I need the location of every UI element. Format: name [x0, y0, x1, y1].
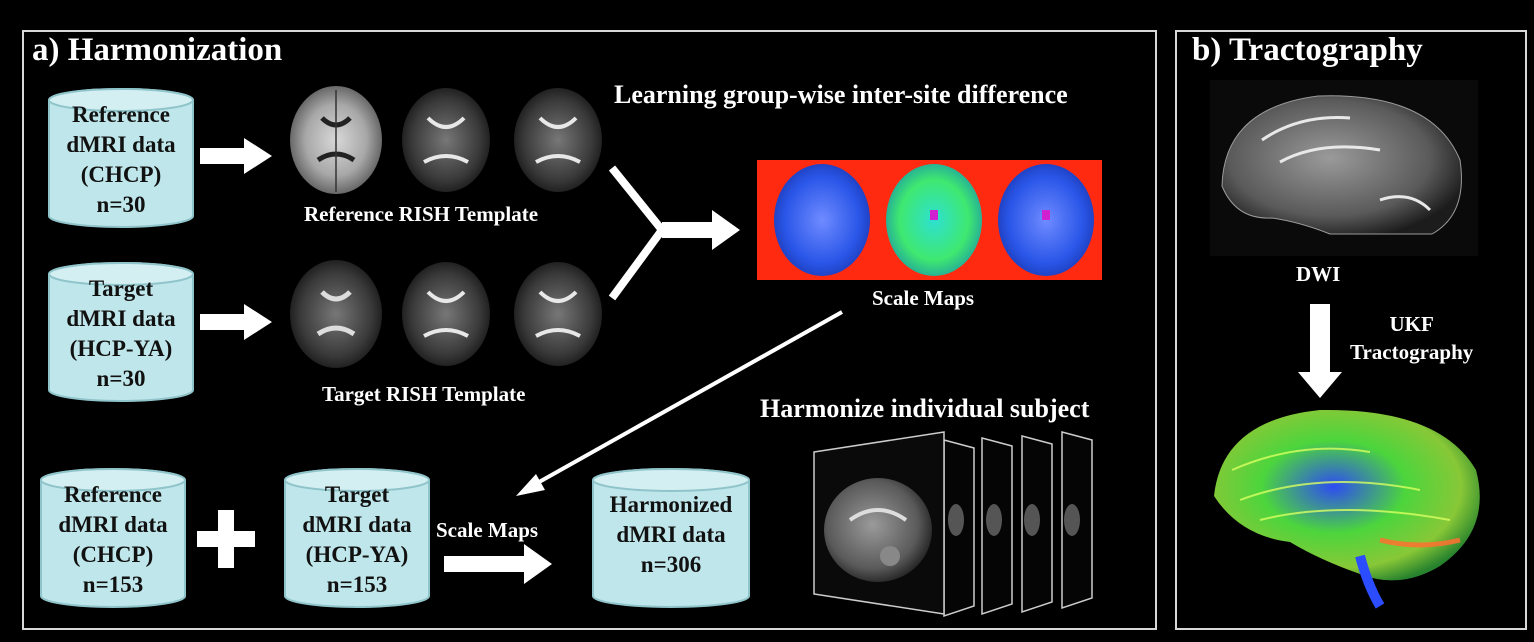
- target-to-template-arrow: [200, 304, 272, 340]
- learning-heading: Learning group-wise inter-site differenc…: [614, 80, 1068, 109]
- tractography-title: b) Tractography: [1192, 32, 1423, 68]
- harmonized-line-1: Harmonized: [609, 492, 733, 517]
- target-dmri-cylinder: Target dMRI data (HCP-YA) n=30: [48, 262, 194, 402]
- scale-maps-image: [757, 160, 1102, 280]
- ukf-label: UKF Tractography: [1350, 310, 1473, 366]
- bottom-reference-line-4: n=153: [82, 572, 144, 597]
- bottom-reference-line-2: dMRI data: [58, 512, 168, 537]
- bottom-target-line-2: dMRI data: [302, 512, 412, 537]
- scale-maps-label: Scale Maps: [872, 286, 975, 310]
- reference-rish-brain-1: [290, 86, 382, 194]
- target-cyl-line-2: dMRI data: [66, 306, 176, 331]
- bottom-reference-cylinder: Reference dMRI data (CHCP) n=153: [40, 468, 186, 608]
- bottom-scale-maps-label: Scale Maps: [436, 518, 539, 542]
- ukf-down-arrow: [1298, 304, 1342, 398]
- reference-cyl-line-2: dMRI data: [66, 132, 176, 157]
- target-rish-brain-1: [290, 260, 382, 368]
- dwi-label: DWI: [1296, 262, 1341, 286]
- reference-dmri-cylinder: Reference dMRI data (CHCP) n=30: [48, 88, 194, 228]
- ukf-label-line-1: UKF: [1389, 312, 1434, 336]
- reference-template-label: Reference RISH Template: [304, 202, 539, 226]
- merge-arrow: [608, 165, 740, 301]
- bottom-target-line-1: Target: [324, 482, 390, 507]
- target-template-label: Target RISH Template: [322, 382, 526, 406]
- target-rish-brain-3: [514, 262, 602, 366]
- reference-cyl-line-3: (CHCP): [80, 162, 162, 187]
- dwi-image: [1210, 80, 1478, 256]
- bottom-target-line-4: n=153: [326, 572, 388, 597]
- target-cyl-line-4: n=30: [96, 366, 146, 391]
- harmonized-line-2: dMRI data: [616, 522, 726, 547]
- plus-icon: [197, 510, 255, 568]
- tractography-fibers-image: [1214, 409, 1480, 609]
- harmonize-heading: Harmonize individual subject: [760, 394, 1090, 423]
- harmonized-subject-slices: [813, 431, 1093, 618]
- harmonized-line-3: n=306: [640, 552, 702, 577]
- bottom-target-cylinder: Target dMRI data (HCP-YA) n=153: [284, 468, 430, 608]
- harmonization-panel: [22, 30, 1157, 630]
- reference-cyl-line-4: n=30: [96, 192, 146, 217]
- bottom-target-line-3: (HCP-YA): [305, 542, 409, 567]
- bottom-reference-line-1: Reference: [64, 482, 162, 507]
- reference-cyl-line-1: Reference: [72, 102, 170, 127]
- reference-rish-brain-2: [402, 88, 490, 192]
- target-cyl-line-3: (HCP-YA): [69, 336, 173, 361]
- bottom-reference-line-3: (CHCP): [72, 542, 154, 567]
- target-rish-brain-2: [402, 262, 490, 366]
- bottom-scale-maps-arrow: [444, 544, 552, 584]
- reference-rish-brain-3: [514, 88, 602, 192]
- scale-maps-to-harmonization-arrow: [516, 310, 843, 496]
- reference-to-template-arrow: [200, 138, 272, 174]
- target-cyl-line-1: Target: [88, 276, 154, 301]
- harmonization-title: a) Harmonization: [32, 32, 283, 68]
- tractography-panel: [1175, 30, 1527, 630]
- ukf-label-line-2: Tractography: [1350, 340, 1474, 364]
- harmonized-dmri-cylinder: Harmonized dMRI data n=306: [592, 468, 750, 608]
